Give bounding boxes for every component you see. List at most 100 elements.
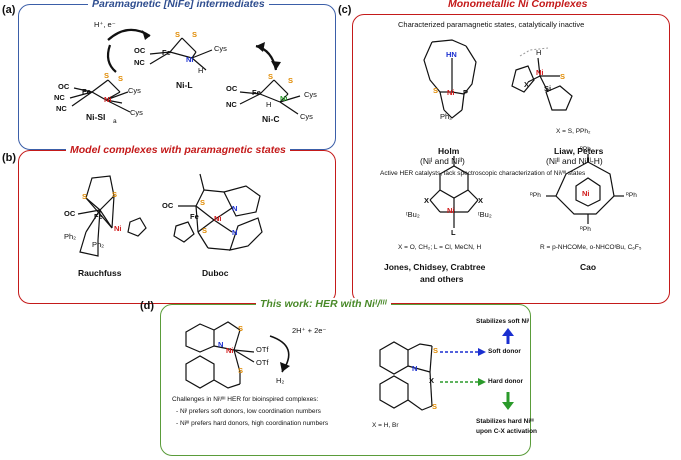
d-x-note: X = H, Br xyxy=(372,422,399,429)
d-stabilize-hard: Stabilizes hard Niᴵᴵᴵ xyxy=(476,418,534,425)
duboc-s1-label: S xyxy=(200,198,206,207)
d-left-n-label: N xyxy=(218,340,224,349)
jones-p2-label: ᵗBu₂ xyxy=(478,210,492,219)
ni-l-oc-label: OC xyxy=(134,46,146,55)
ni-c-name: Ni-C xyxy=(262,114,280,124)
jones-name: Jones, Chidsey, Crabtree xyxy=(384,262,486,272)
panel-a-letter: (a) xyxy=(2,4,16,16)
cao-name: Cao xyxy=(580,262,597,272)
ni-l-nc-label: NC xyxy=(134,58,145,67)
holm-ni-label: Ni xyxy=(447,88,455,97)
holm-name: Holm xyxy=(438,146,460,156)
d-right-s1-label: S xyxy=(433,346,439,355)
ni-c-s1-label: S xyxy=(268,72,274,81)
cao-note: R = p-NHCOMe, o-NHCOᵗBu, C₆F₅ xyxy=(540,244,642,251)
cao-rph4-label: ᴿPh xyxy=(580,226,591,233)
ni-si-scys1-label: Cys xyxy=(128,86,141,95)
rauchfuss-s2-label: S xyxy=(112,190,118,199)
jones-note: X = O, CH₂; L = Cl, MeCN, H xyxy=(398,244,482,251)
duboc-ni-label: Ni xyxy=(214,214,222,223)
panel-c-box xyxy=(352,14,670,304)
cao-rph3-label: ᴿPh xyxy=(626,192,637,199)
holm-p-label: P xyxy=(463,88,469,97)
jones-ni-label: Ni xyxy=(447,206,455,215)
ni-c-scys1-label: Cys xyxy=(304,90,317,99)
duboc-fe-label: Fe xyxy=(190,212,199,221)
panel-a-structures xyxy=(69,28,301,115)
ni-si-name: Ni-SI xyxy=(86,112,106,122)
holm-ph2-label: Ph₂ xyxy=(440,112,453,121)
panel-b-structures xyxy=(77,173,263,257)
liaw-ni-label: Ni xyxy=(536,68,544,77)
ni-l-s2-label: S xyxy=(192,30,198,39)
ni-c-h-label: H xyxy=(266,100,272,109)
d-challenges-title: Challenges in Niᴵ/ᴵᴵᴵ HER for bioinspire… xyxy=(172,396,319,403)
panel-c-title: Monometallic Ni Complexes xyxy=(444,0,592,10)
d-reagents: 2H⁺ + 2e⁻ xyxy=(292,326,327,335)
cao-ni-label: Ni xyxy=(582,189,590,198)
rauchfuss-fe-label: Fe xyxy=(94,212,103,221)
d-left-otf1-label: OTf xyxy=(256,345,269,354)
d-left-s2-label: S xyxy=(238,366,244,375)
duboc-s2-label: S xyxy=(202,226,208,235)
ni-l-fe-label: Fe xyxy=(162,48,171,57)
d-hard-donor: Hard donor xyxy=(488,378,524,385)
ni-si-ni-label: Ni xyxy=(104,95,112,104)
holm-hn-label: HN xyxy=(446,50,457,59)
liaw-note: X = S, PPh₂ xyxy=(556,128,591,135)
d-stabilize-soft: Stabilizes soft Niᴵ xyxy=(476,318,530,325)
duboc-n1-label: N xyxy=(232,204,238,213)
liaw-oxidation: (Niᴵᴵ and Niᴵᴵᴵ-H) xyxy=(546,156,603,166)
panel-d-letter: (d) xyxy=(140,300,155,312)
panel-c-subtitle2: Active HER catalysts, lack spectroscopic… xyxy=(380,170,586,177)
rauchfuss-oc-label: OC xyxy=(64,209,76,218)
panel-a-title: Paramagnetic [NiFe] intermediates xyxy=(88,0,269,10)
ni-c-ni-label: Ni xyxy=(280,94,288,103)
jones-name-2: and others xyxy=(420,274,464,284)
ni-si-nc2-label: NC xyxy=(56,104,67,113)
ni-si-scys2-label: Cys xyxy=(130,108,143,117)
panel-b-letter: (b) xyxy=(2,152,17,164)
liaw-h-label: H xyxy=(536,48,542,57)
cao-rph2-label: ᴿPh xyxy=(530,192,541,199)
panel-a-reagents: H⁺, e⁻ xyxy=(94,20,116,29)
duboc-name: Duboc xyxy=(202,268,229,278)
holm-s-label: S xyxy=(433,86,439,95)
panel-c-subtitle1: Characterized paramagnetic states, catal… xyxy=(398,20,585,29)
panel-b-title: Model complexes with paramagnetic states xyxy=(66,144,290,156)
d-soft-donor: Soft donor xyxy=(488,348,521,355)
liaw-x-label: X xyxy=(524,80,530,89)
jones-l-label: L xyxy=(451,228,456,237)
cao-rph1-label: ᴿPh xyxy=(580,146,591,153)
d-right-s2-label: S xyxy=(432,402,438,411)
d-challenge-1: - Niᴵ prefers soft donors, low coordinat… xyxy=(176,408,321,415)
d-right-x-label: X xyxy=(429,376,435,385)
ni-c-nc-label: NC xyxy=(226,100,237,109)
duboc-oc-label: OC xyxy=(162,201,174,210)
d-left-otf2-label: OTf xyxy=(256,358,269,367)
rauchfuss-s1-label: S xyxy=(82,192,88,201)
panel-c-letter: (c) xyxy=(338,4,352,16)
ni-c-fe-label: Fe xyxy=(252,88,261,97)
ni-l-scys-label: Cys xyxy=(214,44,227,53)
ni-si-s1-label: S xyxy=(104,71,110,80)
ni-si-oc-label: OC xyxy=(58,82,70,91)
duboc-n2-label: N xyxy=(232,228,238,237)
d-challenge-2: - Niᴵᴵᴵ prefers hard donors, high coordi… xyxy=(176,420,329,427)
rauchfuss-p1-label: Ph₂ xyxy=(64,232,77,241)
ni-l-name: Ni-L xyxy=(176,80,193,90)
liaw-s-label: S xyxy=(560,72,566,81)
ni-si-subscript: a xyxy=(113,118,117,125)
jones-x1-label: X xyxy=(424,196,430,205)
d-stabilize-hard-2: upon C-X activation xyxy=(476,428,538,435)
ni-l-h-label: H xyxy=(198,66,204,75)
ni-l-ni-label: Ni xyxy=(186,55,194,64)
rauchfuss-p2-label: Ph₂ xyxy=(92,240,105,249)
ni-si-nc1-label: NC xyxy=(54,93,65,102)
d-product: H₂ xyxy=(276,376,285,385)
liaw-name: Liaw, Peters xyxy=(554,146,604,156)
ni-si-s2-label: S xyxy=(118,74,124,83)
panel-c-structures xyxy=(423,39,624,228)
d-left-ni-label: Ni xyxy=(226,346,234,355)
